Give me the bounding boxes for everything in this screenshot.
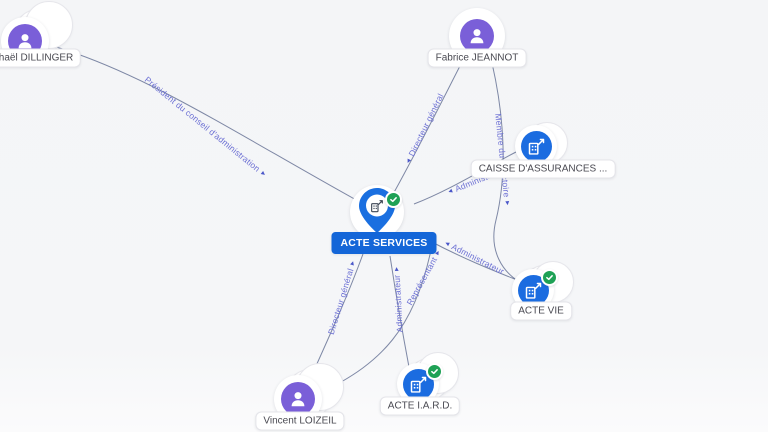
node-label-acte-vie[interactable]: ACTE VIE: [510, 301, 572, 321]
check-icon: [546, 275, 553, 281]
edge-admin-iard: [389, 255, 410, 368]
edge-representant: [325, 249, 432, 391]
node-label-fabrice-jeannot[interactable]: Fabrice JEANNOT: [427, 48, 527, 68]
person-avatar: [281, 382, 315, 416]
check-icon: [431, 369, 438, 375]
company-icon: [525, 282, 541, 299]
person-icon: [470, 29, 484, 44]
edge-admin-caisse: [413, 151, 517, 205]
edge-membre-directoire: [491, 62, 519, 282]
check-icon: [390, 197, 397, 203]
node-label-acte-services[interactable]: ACTE SERVICES: [331, 232, 437, 254]
check-badge-icon: [426, 363, 443, 380]
node-label-dillinger[interactable]: haël DILLINGER: [0, 48, 82, 68]
edge-dg-jeannot: [391, 61, 463, 197]
company-icon: [371, 199, 383, 212]
edge-dg-loizeil: [310, 253, 364, 378]
person-icon: [291, 392, 305, 407]
pin-company-icon-wrapper: [369, 198, 385, 219]
edge-admin-vie: [429, 240, 518, 281]
person-avatar: [460, 19, 494, 53]
check-badge-icon: [541, 269, 558, 286]
edge-president-ca: [45, 43, 359, 202]
company-icon: [528, 138, 544, 155]
company-icon: [410, 376, 426, 393]
check-badge-icon: [385, 191, 402, 208]
node-label-acte-iard[interactable]: ACTE I.A.R.D.: [379, 396, 461, 416]
person-icon: [18, 34, 32, 49]
company-avatar: [520, 130, 552, 162]
node-label-vincent-loizeil[interactable]: Vincent LOIZEIL: [255, 411, 345, 431]
node-label-caisse-assurances[interactable]: CAISSE D'ASSURANCES ...: [470, 159, 616, 179]
